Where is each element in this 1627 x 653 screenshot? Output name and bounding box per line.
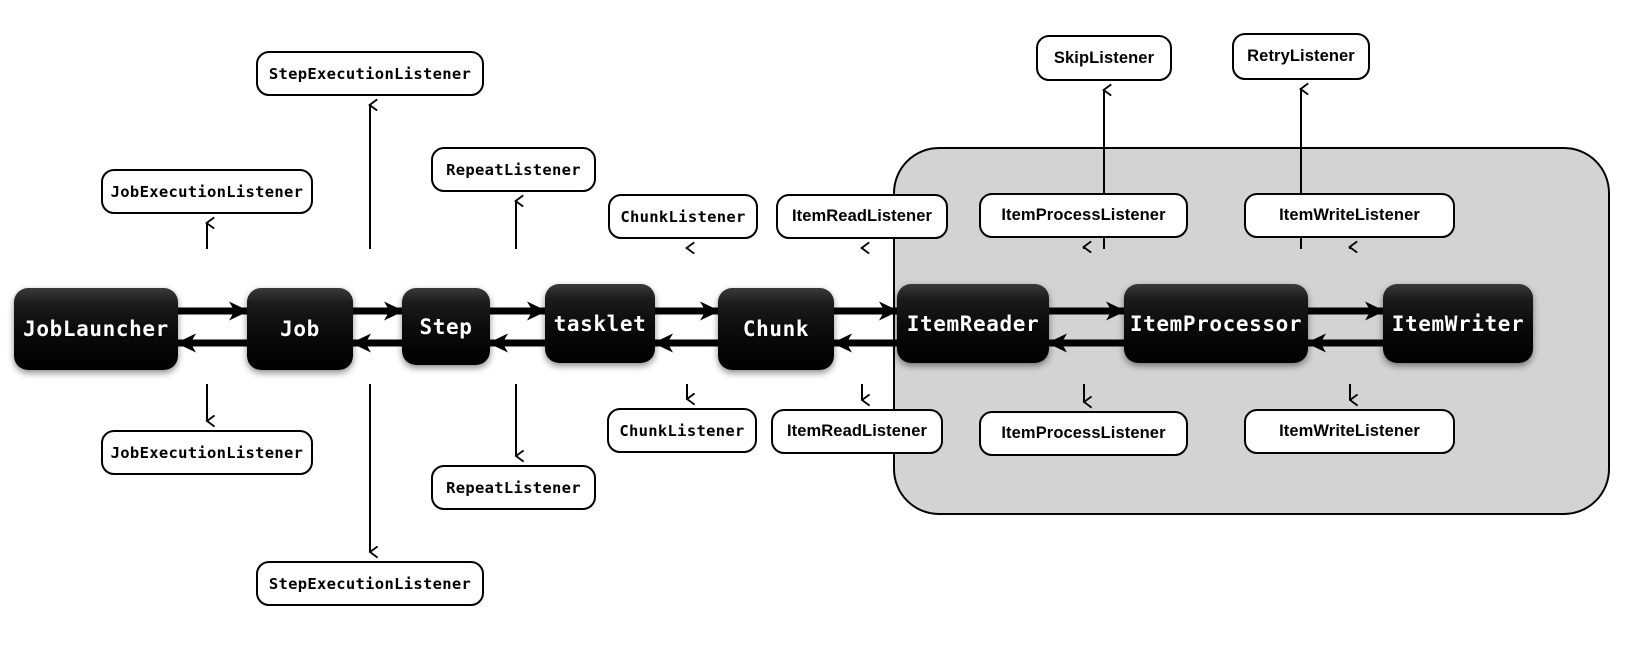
node-itemreader[interactable]: ItemReader	[897, 284, 1049, 363]
listener-itemprocesslistener-top[interactable]: ItemProcessListener	[979, 193, 1188, 238]
listener-itemreadlistener-bottom[interactable]: ItemReadListener	[771, 409, 943, 454]
node-job[interactable]: Job	[247, 288, 353, 370]
listener-repeatlistener-top[interactable]: RepeatListener	[431, 147, 596, 192]
node-itemprocessor[interactable]: ItemProcessor	[1124, 284, 1308, 363]
listener-itemwritelistener-bottom[interactable]: ItemWriteListener	[1244, 409, 1455, 454]
listener-chunklistener-top[interactable]: ChunkListener	[608, 194, 758, 239]
listener-retrylistener[interactable]: RetryListener	[1232, 33, 1370, 80]
listener-itemreadlistener-top[interactable]: ItemReadListener	[776, 194, 948, 239]
listener-itemwritelistener-top[interactable]: ItemWriteListener	[1244, 193, 1455, 238]
listener-joblistener-bottom[interactable]: JobExecutionListener	[101, 430, 313, 475]
listener-steplistener-top[interactable]: StepExecutionListener	[256, 51, 484, 96]
node-itemwriter[interactable]: ItemWriter	[1383, 284, 1533, 363]
listener-repeatlistener-bottom[interactable]: RepeatListener	[431, 465, 596, 510]
node-tasklet[interactable]: tasklet	[545, 284, 655, 363]
listener-steplistener-bottom[interactable]: StepExecutionListener	[256, 561, 484, 606]
node-joblauncher[interactable]: JobLauncher	[14, 288, 178, 370]
listener-itemprocesslistener-bottom[interactable]: ItemProcessListener	[979, 411, 1188, 456]
node-chunk[interactable]: Chunk	[718, 288, 834, 370]
listener-skiplistener[interactable]: SkipListener	[1036, 35, 1172, 81]
listener-chunklistener-bottom[interactable]: ChunkListener	[607, 408, 757, 453]
node-step[interactable]: Step	[402, 288, 490, 365]
listener-joblistener-top[interactable]: JobExecutionListener	[101, 169, 313, 214]
